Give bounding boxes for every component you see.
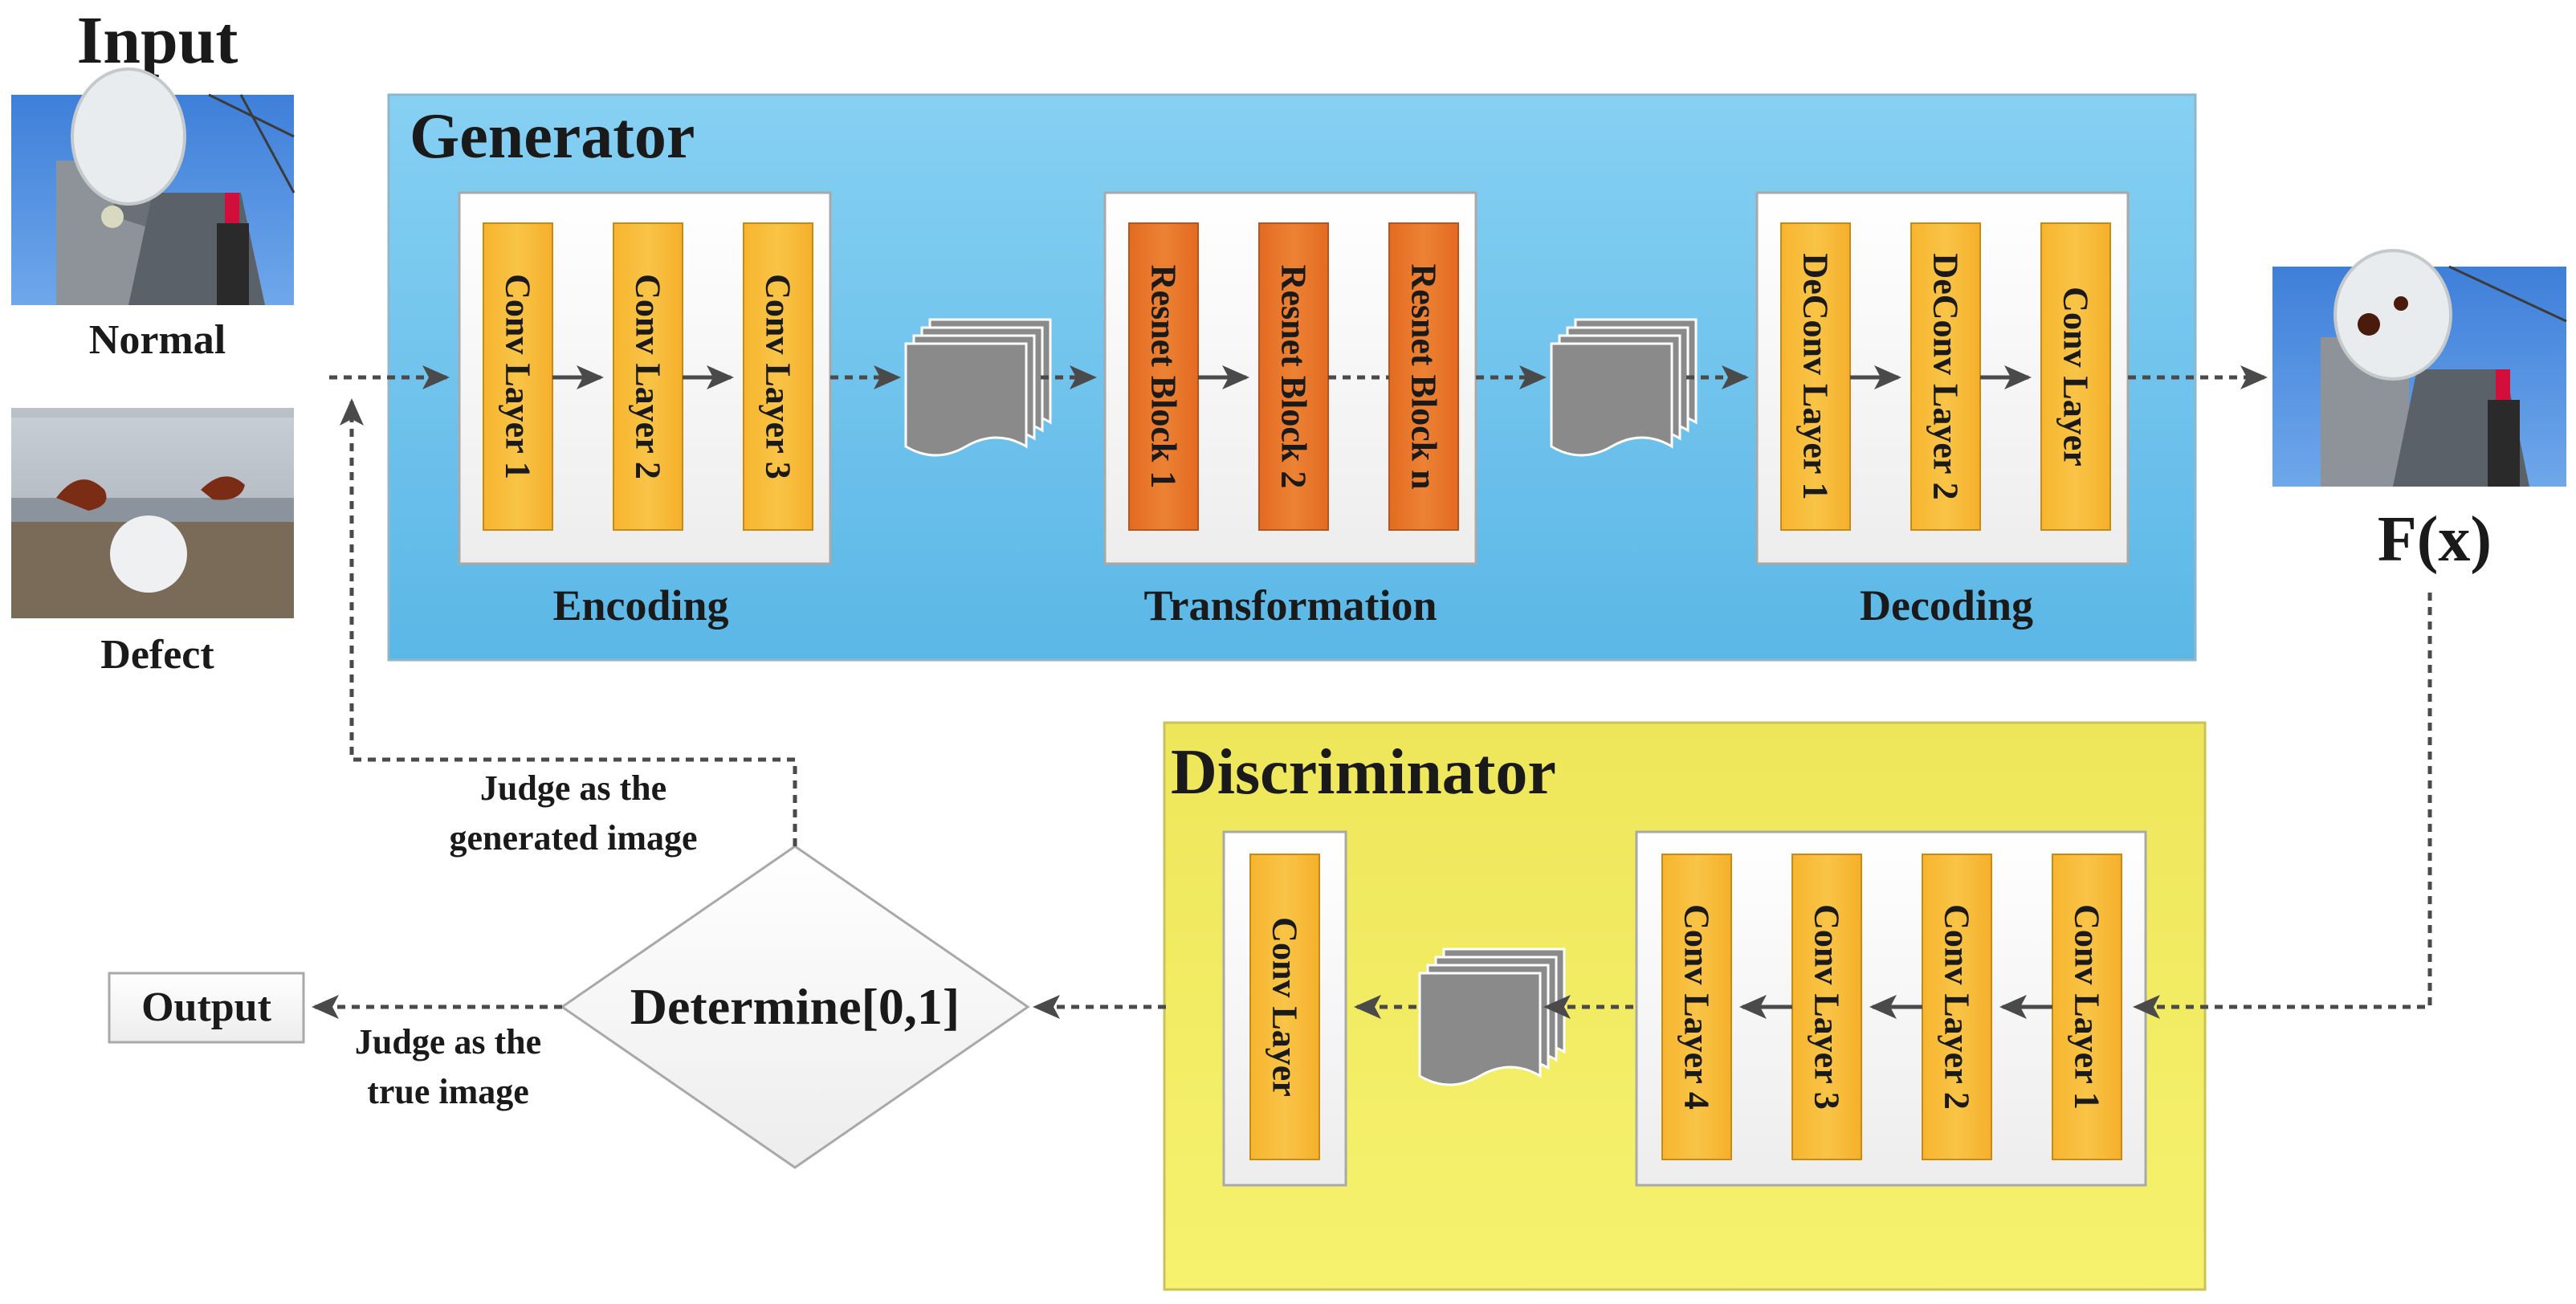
defect-input-image bbox=[11, 408, 294, 618]
generated-output-image bbox=[2272, 249, 2567, 487]
svg-text:Conv Layer 1: Conv Layer 1 bbox=[2068, 904, 2107, 1110]
transformation-layer: Resnet Block 1 bbox=[1128, 222, 1199, 531]
decision-label: Determine[0,1] bbox=[630, 978, 960, 1035]
svg-text:Resnet Block n: Resnet Block n bbox=[1404, 263, 1444, 489]
decoding-layer: DeConv Layer 1 bbox=[1780, 222, 1851, 531]
svg-text:Resnet Block 2: Resnet Block 2 bbox=[1274, 265, 1314, 489]
judge-generated-line2: generated image bbox=[449, 818, 697, 858]
encoding-layer: Conv Layer 1 bbox=[483, 222, 553, 531]
feature-map-icon bbox=[1550, 318, 1698, 457]
decoding-layer: Conv Layer bbox=[2040, 222, 2111, 531]
feature-map-icon bbox=[904, 318, 1052, 457]
defect-label: Defect bbox=[100, 632, 214, 678]
output-label: Output bbox=[141, 984, 272, 1030]
encoding-label: Encoding bbox=[552, 581, 728, 630]
svg-text:DeConv Layer 2: DeConv Layer 2 bbox=[1926, 253, 1966, 499]
input-title: Input bbox=[77, 3, 238, 78]
judge-true-line2: true image bbox=[367, 1072, 529, 1111]
svg-text:Conv Layer 2: Conv Layer 2 bbox=[629, 274, 668, 479]
svg-text:Conv Layer: Conv Layer bbox=[1266, 917, 1305, 1097]
generated-output-label: F(x) bbox=[2378, 504, 2492, 575]
discriminator-title: Discriminator bbox=[1171, 737, 1556, 808]
svg-text:Conv Layer 4: Conv Layer 4 bbox=[1677, 904, 1717, 1110]
feature-map-icon bbox=[1418, 947, 1566, 1086]
flow-arrow bbox=[2133, 593, 2432, 1019]
discriminator-layer: Conv Layer 4 bbox=[1661, 854, 1732, 1160]
decision-diamond bbox=[560, 845, 1030, 1169]
svg-text:Conv Layer 3: Conv Layer 3 bbox=[1808, 904, 1847, 1110]
transformation-label: Transformation bbox=[1144, 581, 1437, 630]
judge-generated-line1: Judge as the bbox=[480, 768, 666, 808]
encoding-layer: Conv Layer 3 bbox=[743, 222, 813, 531]
discriminator-layer: Conv Layer 2 bbox=[1922, 854, 1992, 1160]
decoding-label: Decoding bbox=[1860, 581, 2033, 630]
discriminator-layer: Conv Layer 3 bbox=[1791, 854, 1862, 1160]
decoding-layer: DeConv Layer 2 bbox=[1910, 222, 1981, 531]
encoding-layer: Conv Layer 2 bbox=[613, 222, 683, 531]
feedback-arrow bbox=[340, 398, 797, 846]
svg-text:Resnet Block 1: Resnet Block 1 bbox=[1144, 265, 1184, 489]
svg-text:Conv Layer 1: Conv Layer 1 bbox=[499, 274, 538, 479]
generator-title: Generator bbox=[410, 101, 695, 172]
judge-true-line1: Judge as the bbox=[355, 1022, 541, 1062]
normal-input-image bbox=[11, 67, 296, 305]
output-box bbox=[108, 972, 305, 1044]
discriminator-layer: Conv Layer 1 bbox=[2052, 854, 2122, 1160]
transformation-layer: Resnet Block n bbox=[1388, 222, 1459, 531]
discriminator-final-layer: Conv Layer bbox=[1249, 854, 1320, 1160]
transformation-layer: Resnet Block 2 bbox=[1258, 222, 1329, 531]
svg-text:Conv Layer: Conv Layer bbox=[2056, 287, 2096, 467]
svg-text:Conv Layer 3: Conv Layer 3 bbox=[759, 274, 798, 479]
svg-text:DeConv Layer 1: DeConv Layer 1 bbox=[1796, 253, 1836, 499]
normal-label: Normal bbox=[89, 317, 226, 363]
svg-text:Conv Layer 2: Conv Layer 2 bbox=[1938, 904, 1977, 1110]
